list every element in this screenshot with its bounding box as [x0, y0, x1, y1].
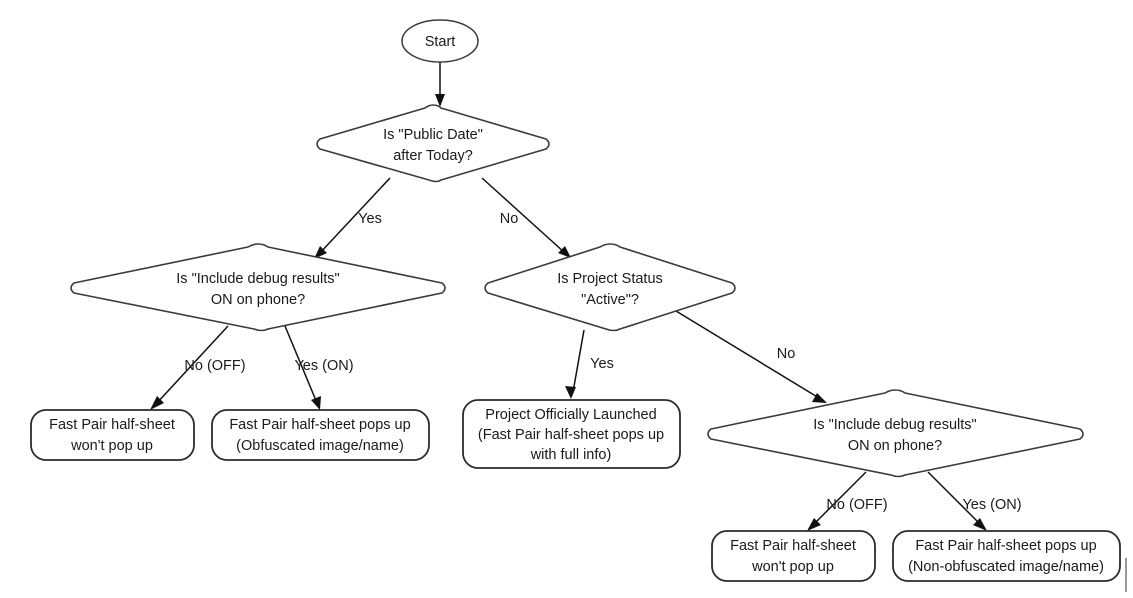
- edge-label-no: No: [777, 346, 796, 362]
- node-outcome-right-off[interactable]: Fast Pair half-sheet won't pop up: [711, 530, 876, 582]
- nodes-layer: Start Is "Public Date" after Today? Is "…: [30, 19, 1121, 582]
- edge-line: [927, 471, 982, 526]
- arrowhead-icon: [311, 396, 321, 410]
- decision-public-date-line1: Is "Public Date": [383, 127, 483, 143]
- edge-debug-left-off: No (OFF): [150, 325, 246, 410]
- terminal-shape: [462, 399, 681, 469]
- node-decision-public-date[interactable]: Is "Public Date" after Today?: [316, 104, 550, 183]
- decision-debug-left-line2: ON on phone?: [211, 292, 305, 308]
- node-start[interactable]: Start: [401, 19, 479, 63]
- edge-label-yes-on: Yes (ON): [962, 497, 1021, 513]
- edge-line: [155, 325, 229, 405]
- decision-project-status-line1: Is Project Status: [557, 271, 663, 287]
- edge-label-yes-on: Yes (ON): [294, 358, 353, 374]
- edge-project-status-no: No: [675, 310, 827, 403]
- terminal-shape: [211, 409, 430, 461]
- edge-line: [318, 177, 391, 255]
- arrowhead-icon: [435, 94, 445, 107]
- diamond-shape: [316, 104, 550, 183]
- terminal-shape: [711, 530, 876, 582]
- edge-label-no-off: No (OFF): [184, 358, 245, 374]
- node-outcome-left-on[interactable]: Fast Pair half-sheet pops up (Obfuscated…: [211, 409, 430, 461]
- start-ellipse-shape: [401, 19, 479, 63]
- decision-debug-right-line2: ON on phone?: [848, 438, 942, 454]
- outcome-left-on-line2: (Obfuscated image/name): [236, 438, 404, 454]
- outcome-right-on-line2: (Non-obfuscated image/name): [908, 559, 1104, 575]
- node-decision-debug-right[interactable]: Is "Include debug results" ON on phone?: [707, 389, 1084, 478]
- edge-project-status-yes: Yes: [565, 329, 614, 399]
- node-outcome-left-off[interactable]: Fast Pair half-sheet won't pop up: [30, 409, 195, 461]
- arrowhead-icon: [558, 246, 571, 258]
- node-decision-project-status[interactable]: Is Project Status "Active"?: [484, 243, 736, 332]
- edge-debug-left-on: Yes (ON): [284, 325, 354, 410]
- decision-debug-right-line1: Is "Include debug results": [813, 417, 976, 433]
- edge-label-no: No: [500, 211, 519, 227]
- terminal-shape: [892, 530, 1121, 582]
- outcome-launched-line3: with full info): [530, 447, 612, 463]
- outcome-left-off-line1: Fast Pair half-sheet: [49, 417, 175, 433]
- node-outcome-right-on[interactable]: Fast Pair half-sheet pops up (Non-obfusc…: [892, 530, 1121, 582]
- outcome-right-on-line1: Fast Pair half-sheet pops up: [915, 538, 1096, 554]
- terminal-shape: [30, 409, 195, 461]
- arrowhead-icon: [812, 393, 827, 403]
- diamond-shape: [707, 389, 1084, 478]
- edge-debug-right-on: Yes (ON): [927, 471, 1022, 531]
- node-decision-debug-left[interactable]: Is "Include debug results" ON on phone?: [70, 243, 446, 332]
- edge-line: [812, 471, 867, 526]
- outcome-launched-line2: (Fast Pair half-sheet pops up: [478, 427, 664, 443]
- outcome-launched-line1: Project Officially Launched: [485, 407, 656, 423]
- start-label: Start: [425, 34, 456, 50]
- edge-line: [481, 177, 566, 254]
- edge-label-yes: Yes: [358, 211, 382, 227]
- diamond-shape: [70, 243, 446, 332]
- edges-layer: Yes No No (OFF) Yes (ON): [150, 62, 1022, 531]
- arrowhead-icon: [314, 246, 327, 259]
- outcome-right-off-line1: Fast Pair half-sheet: [730, 538, 856, 554]
- edge-line: [572, 329, 585, 393]
- edge-start-to-public-date: [435, 62, 445, 107]
- diamond-shape: [484, 243, 736, 332]
- edge-public-date-yes: Yes: [314, 177, 391, 259]
- edge-line: [284, 325, 318, 404]
- outcome-right-off-line2: won't pop up: [751, 559, 834, 575]
- arrowhead-icon: [807, 518, 821, 531]
- arrowhead-icon: [973, 518, 987, 531]
- edge-debug-right-off: No (OFF): [807, 471, 888, 531]
- arrowhead-icon: [565, 386, 576, 399]
- outcome-left-on-line1: Fast Pair half-sheet pops up: [229, 417, 410, 433]
- edge-public-date-no: No: [481, 177, 571, 258]
- decision-project-status-line2: "Active"?: [581, 292, 639, 308]
- outcome-left-off-line2: won't pop up: [70, 438, 153, 454]
- arrowhead-icon: [150, 396, 164, 410]
- node-outcome-launched[interactable]: Project Officially Launched (Fast Pair h…: [462, 399, 681, 469]
- edge-label-no-off: No (OFF): [826, 497, 887, 513]
- edge-label-yes: Yes: [590, 356, 614, 372]
- decision-debug-left-line1: Is "Include debug results": [176, 271, 339, 287]
- edge-line: [675, 310, 820, 399]
- decision-public-date-line2: after Today?: [393, 148, 473, 164]
